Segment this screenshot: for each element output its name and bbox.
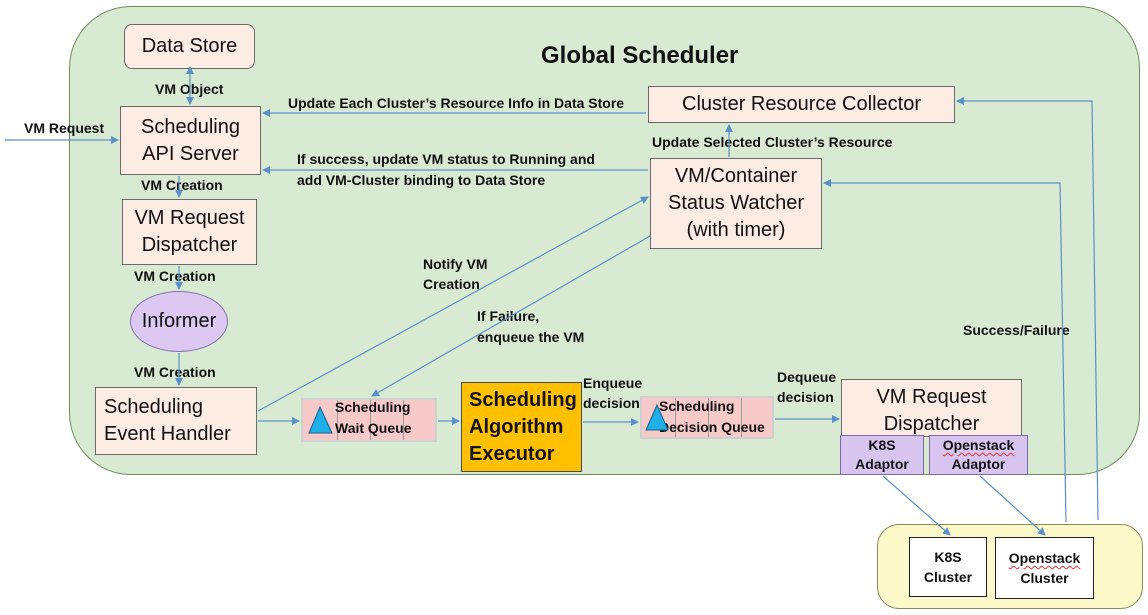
label-if-success-line-2: add VM-Cluster binding to Data Store [297, 172, 546, 188]
edge-notify-watcher [257, 196, 649, 412]
executor-line-1: Scheduling [469, 388, 577, 411]
queue-cell-divider [741, 398, 742, 437]
scheduling-api-server-box: Scheduling API Server [120, 106, 261, 175]
edge-openstack-adaptor-cluster [979, 475, 1046, 536]
executor-line-2: Algorithm [469, 415, 564, 438]
api-server-line-1: Scheduling [141, 115, 240, 138]
vm-request-dispatcher-left-box: VM Request Dispatcher [122, 199, 257, 265]
decision-queue-label-line-2: Decision Queue [659, 419, 765, 435]
wait-queue-label-line-1: Scheduling [335, 399, 411, 415]
diagram-title: Global Scheduler [541, 42, 739, 69]
queue-cell-divider [675, 398, 676, 437]
label-if-success-line-1: If success, update VM status to Running … [297, 151, 595, 167]
label-if-failure-line-1: If Failure, [477, 308, 540, 324]
watcher-line-1: VM/Container [674, 165, 798, 187]
dispatcher-right-line-2: Dispatcher [883, 413, 980, 435]
k8s-adaptor-line-2: Adaptor [855, 456, 909, 472]
vm-request-dispatcher-right-box: VM Request Dispatcher [841, 379, 1022, 437]
k8s-cluster-box: K8S Cluster [909, 537, 987, 597]
queue-cell-divider [403, 400, 404, 440]
k8s-adaptor-line-1: K8S [868, 437, 896, 453]
edge-feedback-watcher [823, 179, 1067, 523]
dispatcher-left-line-1: VM Request [134, 207, 245, 229]
edge-k8s-adaptor-cluster [882, 475, 951, 536]
label-if-failure-line-2: enqueue the VM [477, 329, 585, 345]
decision-queue-label-line-1: Scheduling [659, 398, 735, 414]
openstack-cluster-line-1: Openstack [1008, 550, 1081, 566]
label-update-each-cluster: Update Each Cluster’s Resource Info in D… [288, 95, 625, 111]
label-notify-line-2: Creation [423, 276, 480, 292]
label-enqueue-line-2: decision [583, 395, 640, 411]
k8s-cluster-line-2: Cluster [923, 569, 973, 585]
api-server-line-2: API Server [142, 142, 239, 165]
label-notify-line-1: Notify VM [423, 256, 488, 272]
label-dequeue-line-1: Dequeue [777, 369, 837, 385]
openstack-cluster-line-2: Cluster [1020, 570, 1069, 586]
data-store-box: Data Store [124, 24, 255, 69]
label-vm-creation-2: VM Creation [134, 268, 216, 284]
scheduling-algorithm-executor-box: Scheduling Algorithm Executor [461, 382, 582, 472]
label-vm-creation-3: VM Creation [134, 364, 216, 380]
wait-queue-triangle-icon [308, 405, 333, 434]
data-store-label: Data Store [141, 35, 238, 57]
queue-cell-divider [370, 400, 371, 440]
informer-node: Informer [130, 291, 228, 352]
dispatcher-left-line-2: Dispatcher [141, 234, 238, 256]
label-update-selected-cluster: Update Selected Cluster’s Resource [652, 134, 893, 150]
queue-cell-divider [337, 400, 338, 440]
watcher-line-3: (with timer) [686, 219, 786, 241]
openstack-adaptor-line-1: Openstack [942, 437, 1015, 453]
queue-cell-divider [708, 398, 709, 437]
event-handler-line-2: Event Handler [104, 423, 231, 445]
label-vm-creation-1: VM Creation [141, 177, 223, 193]
decision-queue-triangle-icon [645, 403, 669, 431]
openstack-adaptor-line-2: Adaptor [951, 456, 1006, 472]
openstack-adaptor-box: Openstack Adaptor [929, 435, 1028, 475]
edge-failure-waitqueue [371, 235, 651, 397]
k8s-adaptor-box: K8S Adaptor [840, 435, 924, 475]
label-dequeue-line-2: decision [777, 389, 834, 405]
openstack-cluster-box: Openstack Cluster [995, 537, 1094, 599]
event-handler-line-1: Scheduling [104, 396, 203, 418]
executor-line-3: Executor [469, 442, 555, 465]
watcher-line-2: Status Watcher [668, 192, 804, 214]
k8s-cluster-line-1: K8S [934, 549, 962, 565]
wait-queue-label-line-2: Wait Queue [335, 420, 412, 436]
cluster-resource-collector-box: Cluster Resource Collector [648, 86, 955, 123]
label-vm-request: VM Request [24, 120, 105, 136]
informer-label: Informer [141, 310, 217, 332]
scheduling-event-handler-box: Scheduling Event Handler [95, 387, 257, 455]
collector-label: Cluster Resource Collector [682, 93, 921, 115]
label-enqueue-line-1: Enqueue [583, 375, 643, 391]
label-success-failure: Success/Failure [963, 322, 1070, 338]
dispatcher-right-line-1: VM Request [876, 386, 987, 408]
status-watcher-box: VM/Container Status Watcher (with timer) [650, 158, 822, 249]
edge-feedback-collector [956, 97, 1099, 521]
